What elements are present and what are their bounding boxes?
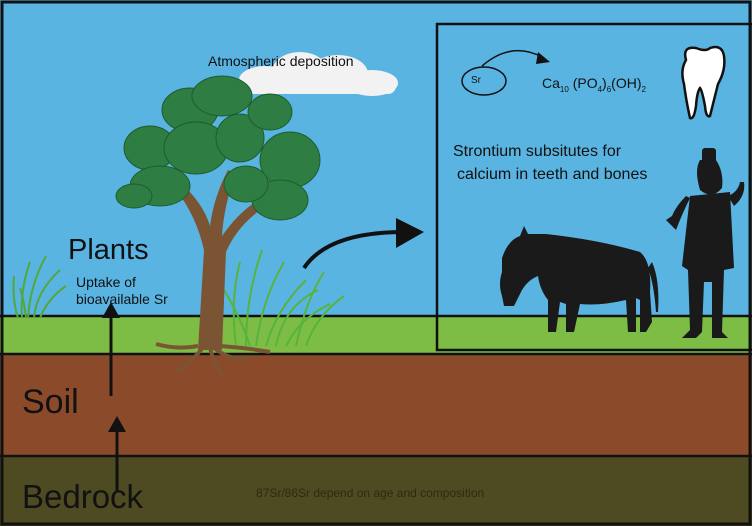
plants-heading: Plants	[68, 234, 149, 267]
atmospheric-deposition-label: Atmospheric deposition	[208, 53, 354, 69]
hydroxyapatite-formula: Ca10 (PO4)6(OH)2	[542, 75, 646, 94]
uptake-label: Uptake of bioavailable Sr	[76, 274, 186, 308]
strontium-substitution-text: Strontium subsitutes for calcium in teet…	[453, 140, 647, 186]
bedrock-label: Bedrock	[22, 478, 143, 516]
isotope-ratio-note: 87Sr/86Sr depend on age and composition	[256, 486, 484, 500]
grass-layer	[0, 316, 752, 354]
soil-label: Soil	[22, 383, 79, 422]
soil-layer	[0, 354, 752, 456]
sr-label: Sr	[471, 75, 481, 86]
strontium-line-2: calcium in teeth and bones	[453, 163, 647, 186]
strontium-line-1: Strontium subsitutes for	[453, 140, 647, 163]
